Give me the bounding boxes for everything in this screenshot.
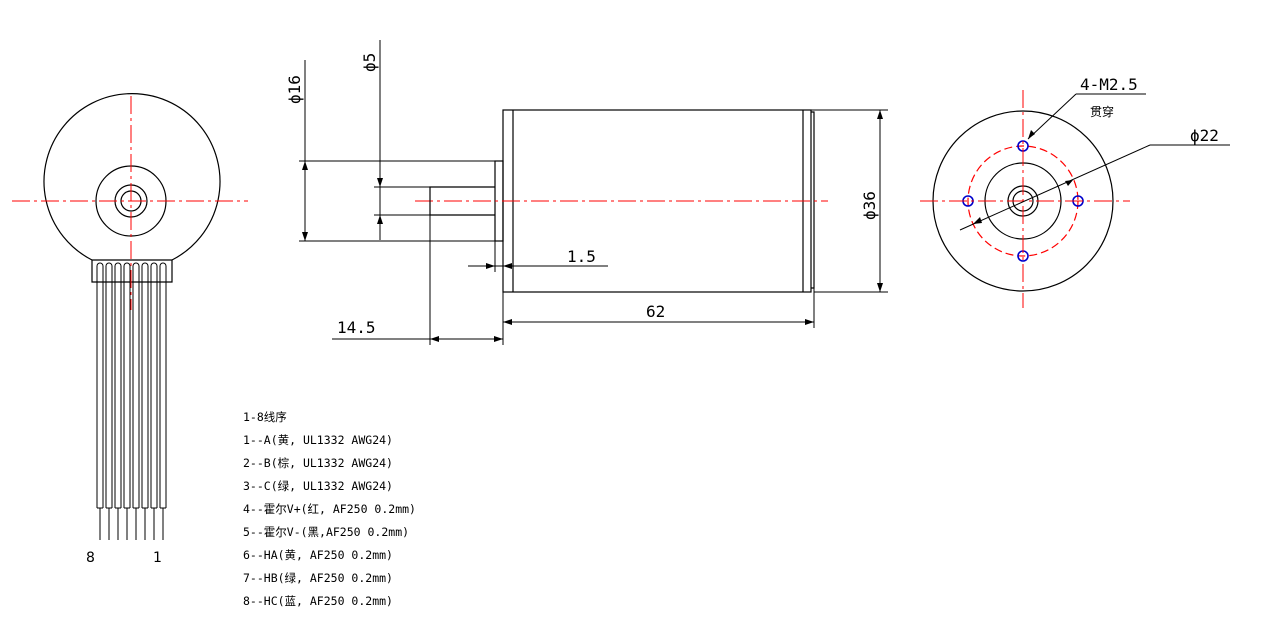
rear-cap-edge	[811, 111, 815, 289]
legend-item: 7--HB(绿, AF250 0.2mm)	[243, 571, 393, 585]
flange-dim-arrows	[486, 263, 512, 269]
shaft-len-arrows	[430, 336, 503, 342]
rear-view: 8 1	[12, 93, 248, 566]
side-view: ϕ16 ϕ5 1.5 62 14.5 ϕ36	[285, 40, 888, 345]
shaft-length-label: 14.5	[337, 318, 376, 337]
wire-number-right: 1	[153, 550, 162, 566]
body-diameter-label: ϕ36	[860, 191, 879, 220]
holes-leader-arrow	[1028, 130, 1035, 139]
holes-note-label: 贯穿	[1090, 104, 1114, 119]
shaft-diameter-label: ϕ5	[360, 53, 379, 72]
holes-spec-label: 4-M2.5	[1080, 75, 1138, 94]
body-length-label: 62	[646, 302, 665, 321]
wire-legend: 1-8线序 1--A(黄, UL1332 AWG24) 2--B(棕, UL13…	[243, 406, 416, 613]
wire-exit-block	[91, 259, 173, 283]
boss-dim-arrows	[302, 161, 308, 241]
boss-diameter-label: ϕ16	[285, 75, 304, 104]
legend-item: 4--霍尔V+(红, AF250 0.2mm)	[243, 502, 416, 516]
legend-item: 8--HC(蓝, AF250 0.2mm)	[243, 594, 393, 608]
legend-item: 1--A(黄, UL1332 AWG24)	[243, 433, 393, 447]
legend-title: 1-8线序	[243, 410, 287, 424]
bolt-circle-leader	[959, 144, 1151, 231]
flange-thickness-label: 1.5	[567, 247, 596, 266]
rear-housing-outline	[43, 93, 221, 261]
bolt-circle-label: ϕ22	[1190, 126, 1219, 145]
legend-item: 6--HA(黄, AF250 0.2mm)	[243, 548, 393, 562]
wire-number-left: 8	[86, 550, 95, 566]
holes-leader	[1027, 93, 1077, 140]
legend-item: 5--霍尔V-(黑,AF250 0.2mm)	[243, 525, 410, 539]
wire-bundle	[96, 262, 167, 540]
legend-item: 2--B(棕, UL1332 AWG24)	[243, 456, 393, 470]
legend-item: 3--C(绿, UL1332 AWG24)	[243, 479, 393, 493]
front-view: 4-M2.5 贯穿 ϕ22	[920, 75, 1230, 308]
